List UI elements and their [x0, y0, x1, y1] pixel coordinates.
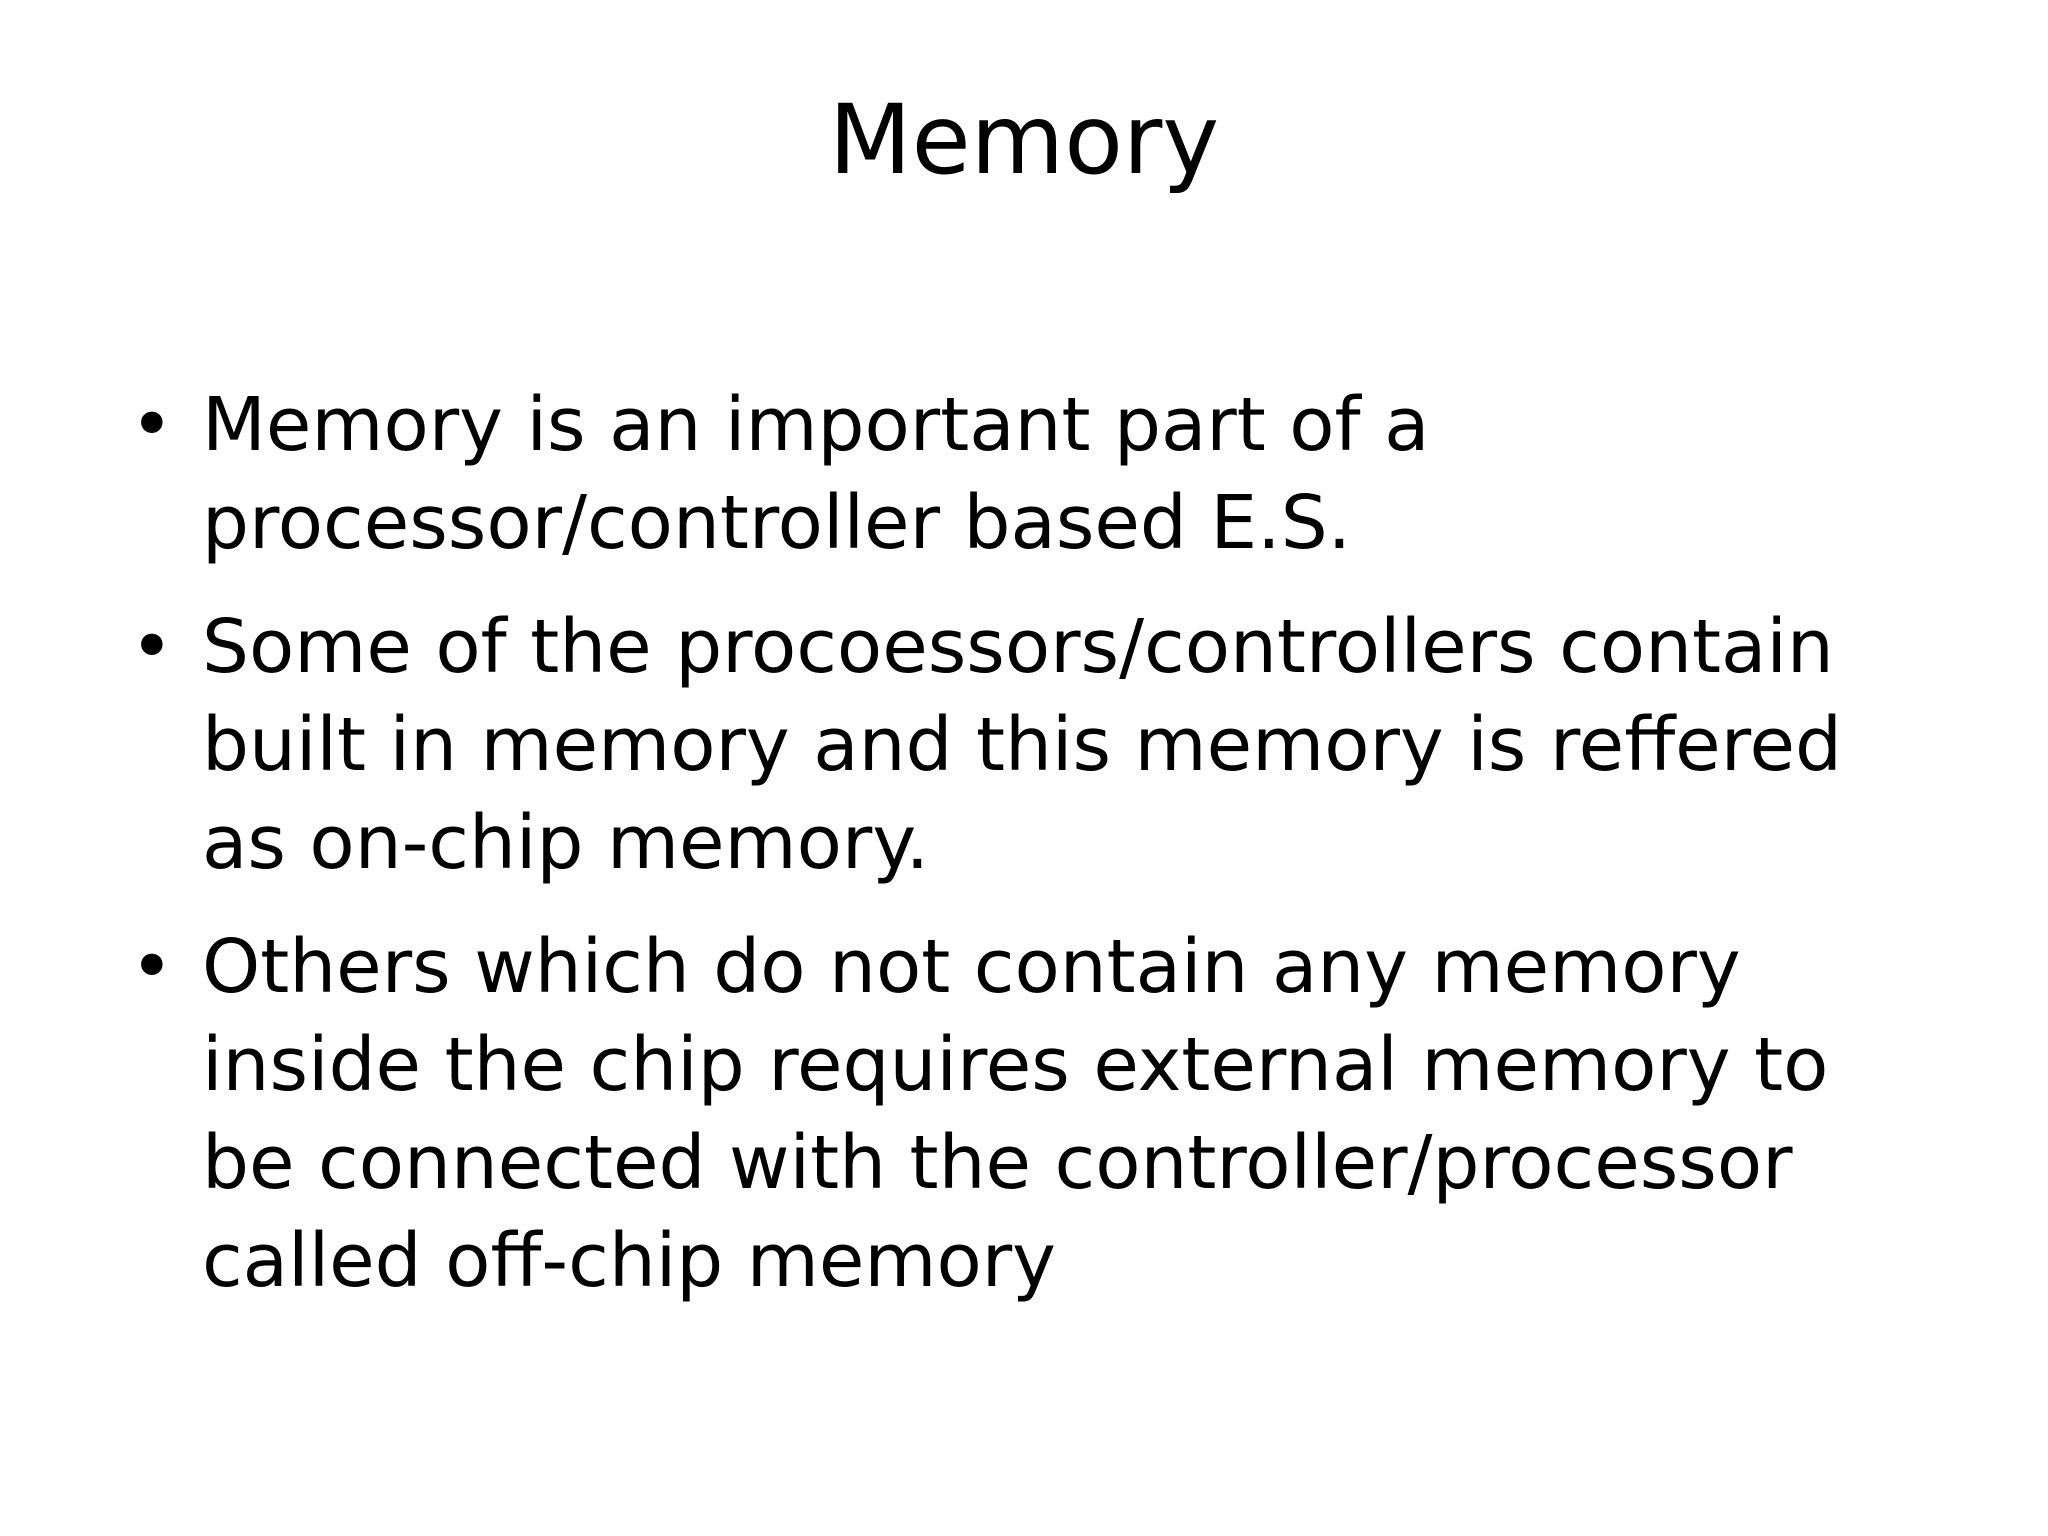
- bullet-item-3: • Others which do not contain any memory…: [122, 918, 1942, 1310]
- bullet-text-line: be connected with the controller/process…: [202, 1120, 1793, 1206]
- bullet-text-line: as on-chip memory.: [202, 800, 930, 886]
- bullet-item-1: • Memory is an important part of a proce…: [122, 376, 1942, 572]
- bullet-text-line: Some of the procoessors/controllers cont…: [202, 604, 1834, 690]
- bullet-text-line: processor/controller based E.S.: [202, 480, 1352, 566]
- bullet-dot-icon: •: [130, 924, 174, 1010]
- bullet-dot-icon: •: [130, 604, 174, 690]
- slide-title: Memory: [828, 84, 1220, 196]
- bullet-text-line: inside the chip requires external memory…: [202, 1022, 1829, 1108]
- bullet-list: • Memory is an important part of a proce…: [122, 376, 1942, 1336]
- bullet-text-line: Others which do not contain any memory: [202, 924, 1741, 1010]
- bullet-item-2: • Some of the procoessors/controllers co…: [122, 598, 1942, 892]
- bullet-dot-icon: •: [130, 382, 174, 468]
- bullet-text-line: Memory is an important part of a: [202, 382, 1430, 468]
- bullet-text-line: built in memory and this memory is reffe…: [202, 702, 1842, 788]
- bullet-text-line: called off-chip memory: [202, 1218, 1056, 1304]
